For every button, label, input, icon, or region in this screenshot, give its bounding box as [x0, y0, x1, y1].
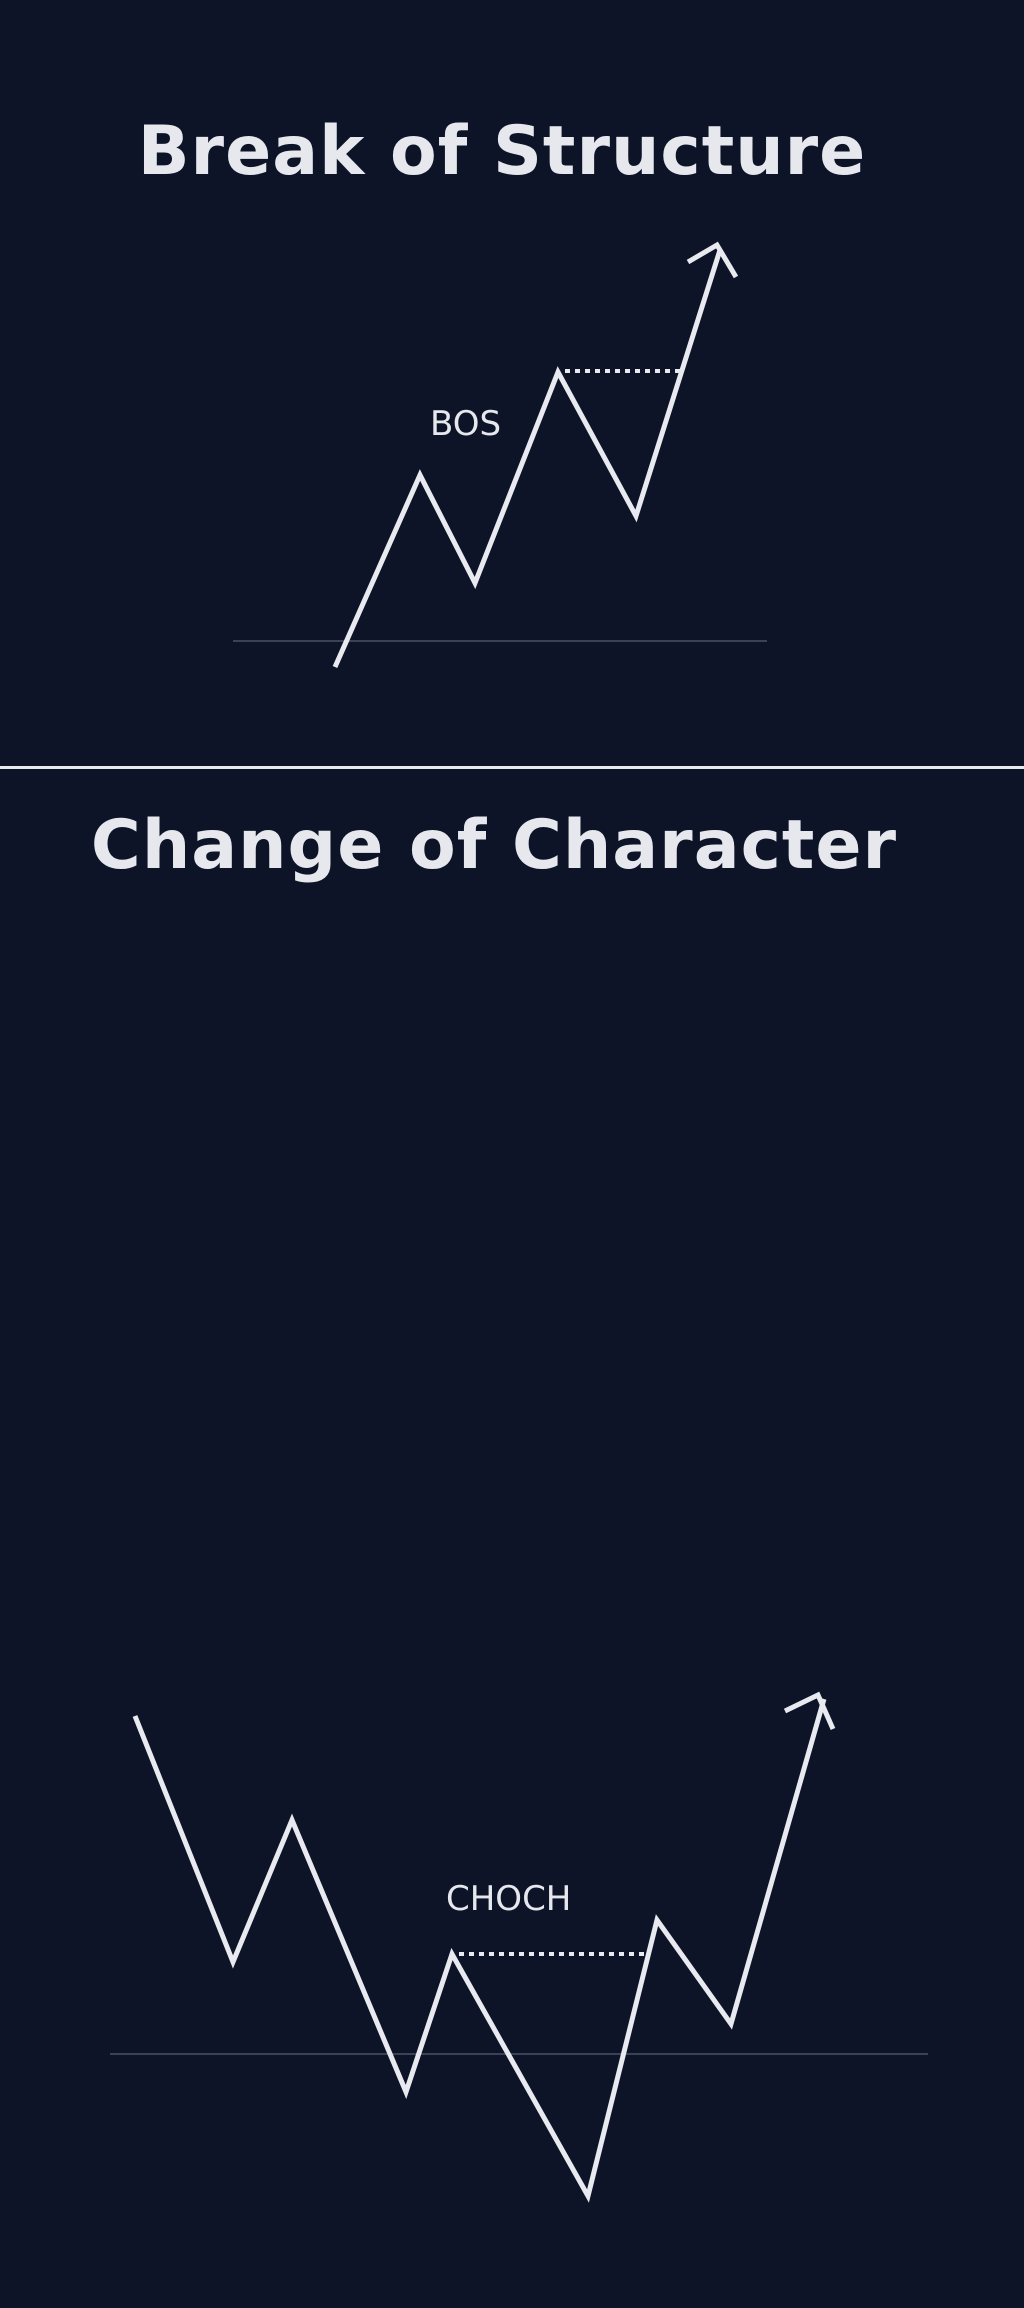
choch-panel: Change of Character CHOCH	[0, 772, 1024, 2203]
choch-label: CHOCH	[446, 1879, 571, 1919]
choch-title: Change of Character	[90, 806, 898, 885]
choch-price-path	[132, 1698, 827, 2203]
bos-title: Break of Structure	[137, 112, 867, 191]
bos-label: BOS	[430, 404, 501, 444]
bos-arrowhead	[686, 241, 739, 279]
choch-diagram: CHOCH	[110, 1691, 928, 2203]
bos-panel: Break of Structure BOS	[0, 0, 1024, 766]
panel-divider	[0, 766, 1024, 769]
bos-price-path	[332, 249, 723, 669]
bos-diagram: BOS	[233, 241, 767, 669]
